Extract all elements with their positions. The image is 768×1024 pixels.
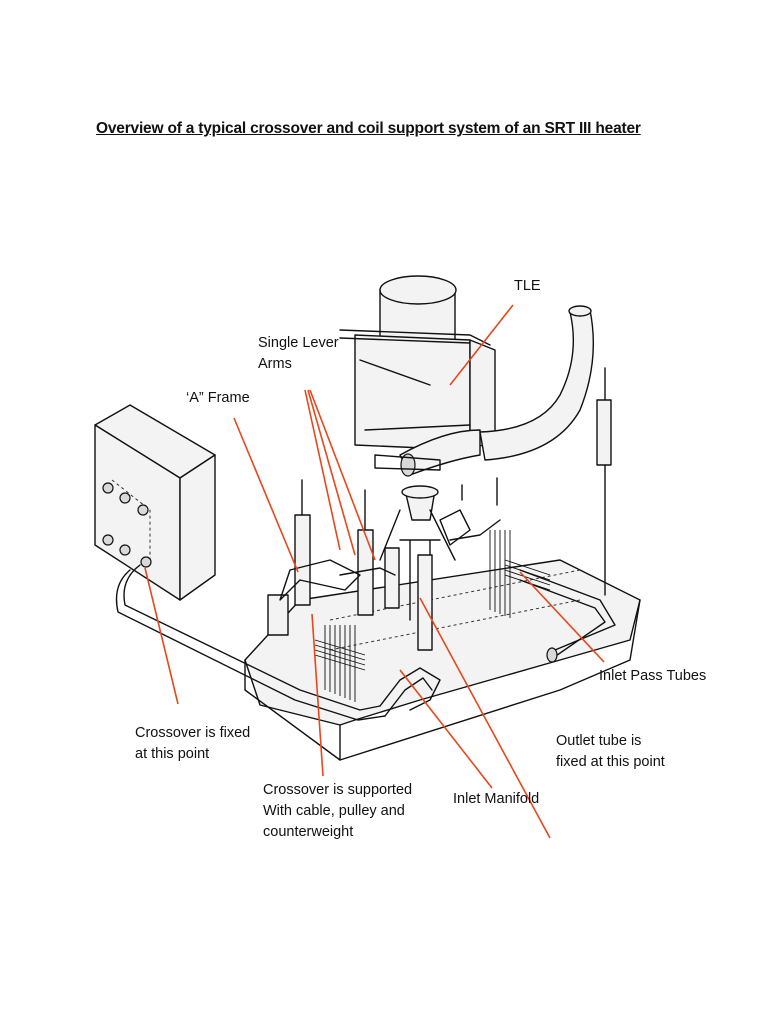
- inlet-manifold-leader: [399, 669, 493, 789]
- a-frame-leader: [233, 417, 299, 573]
- crossover-pipe: [115, 564, 441, 721]
- tle-assembly: [339, 275, 496, 631]
- page-title: Overview of a typical crossover and coil…: [96, 120, 641, 137]
- crossover-fixed-leader: [144, 567, 179, 705]
- crossover-box: [94, 404, 216, 601]
- label-outlet-fixed: Outlet tube is fixed at this point: [556, 733, 665, 770]
- coil-tube-banks: [314, 530, 551, 702]
- tle-leader: [449, 304, 514, 386]
- crossover-supported-leader: [311, 613, 324, 777]
- single-lever-leader-1: [304, 389, 341, 551]
- label-crossover-supported: Crossover is supported With cable, pulle…: [263, 782, 413, 840]
- label-crossover-fixed: Crossover is fixed at this point: [135, 725, 251, 762]
- floor-slab: [244, 559, 641, 761]
- label-inlet-pass-tubes: Inlet Pass Tubes: [599, 668, 707, 684]
- label-tle: TLE: [514, 278, 541, 294]
- inlet-pass-tubes-leader: [519, 571, 605, 663]
- outlet-fixed-leader: [419, 597, 551, 839]
- tle-outlet-pipe: [479, 305, 595, 461]
- label-inlet-manifold: Inlet Manifold: [453, 791, 540, 807]
- label-single-lever-arms: Single Lever Arms: [258, 335, 339, 372]
- single-lever-leader-3: [309, 389, 376, 561]
- label-a-frame: ‘A” Frame: [186, 390, 250, 406]
- hanger-rods: [267, 367, 612, 651]
- a-frame-and-levers: [279, 509, 501, 601]
- outlet-pipe: [519, 569, 616, 663]
- single-lever-leader-2: [307, 389, 356, 556]
